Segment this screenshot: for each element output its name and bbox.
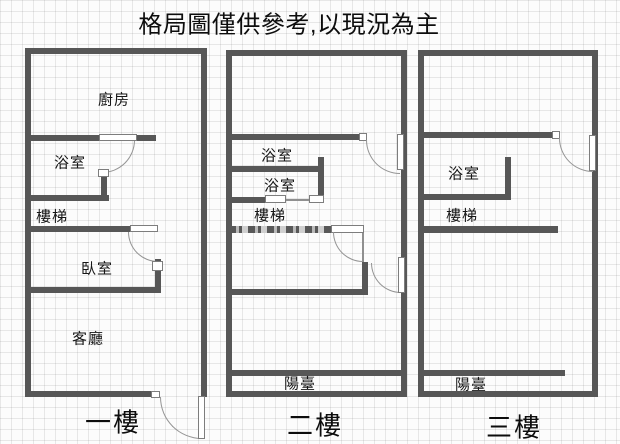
wall — [229, 370, 407, 376]
sliding-door-track — [284, 199, 312, 201]
wall — [226, 50, 232, 397]
room-label-balcony: 陽臺 — [454, 376, 488, 394]
door-swing-arc — [559, 138, 593, 172]
door-leaf — [198, 396, 205, 439]
room-label-kitchen: 廚房 — [97, 91, 131, 109]
sliding-door-panel — [309, 195, 324, 203]
wall — [25, 48, 207, 54]
door-leaf — [130, 225, 158, 232]
wall — [229, 197, 268, 203]
wall — [101, 170, 107, 201]
wall — [418, 50, 424, 397]
door-leaf — [99, 134, 137, 141]
diagram-title: 格局圖僅供參考,以現況為主 — [138, 11, 440, 39]
wall — [229, 289, 368, 295]
room-label-bathroom-upper: 浴室 — [260, 147, 294, 165]
wall — [418, 391, 598, 397]
wall — [418, 50, 598, 56]
floor-label-3f: 三樓 — [485, 412, 543, 443]
door-leaf — [152, 261, 163, 271]
door-leaf — [98, 169, 109, 177]
wall — [201, 48, 207, 397]
wall — [25, 48, 31, 397]
wall — [28, 195, 109, 201]
room-label-bathroom-lower: 浴室 — [263, 177, 297, 195]
wall — [505, 157, 511, 200]
wall — [28, 287, 161, 293]
door-jamb — [552, 131, 560, 139]
room-label-stairs: 樓梯 — [253, 207, 287, 225]
door-leaf — [397, 134, 404, 170]
room-label-living-room: 客廳 — [71, 330, 105, 348]
wall — [229, 134, 360, 140]
room-label-stairs: 樓梯 — [445, 207, 479, 225]
wall — [28, 226, 131, 232]
wall — [226, 50, 407, 56]
door-leaf — [362, 233, 364, 262]
wall — [421, 132, 553, 138]
wall — [592, 50, 598, 397]
wall — [362, 262, 368, 295]
wall — [226, 391, 407, 397]
wall — [421, 226, 558, 233]
wall — [421, 370, 565, 376]
door-leaf — [589, 135, 596, 171]
door-jamb — [151, 391, 160, 398]
wall — [155, 259, 161, 293]
stairs-hatch-wall — [229, 226, 332, 233]
room-label-bathroom: 浴室 — [447, 165, 481, 183]
wall — [421, 194, 511, 200]
sliding-door-panel — [265, 195, 286, 203]
room-label-balcony: 陽臺 — [283, 375, 317, 393]
wall — [28, 135, 99, 141]
door-leaf — [398, 257, 405, 293]
wall — [137, 135, 156, 141]
wall — [401, 50, 407, 397]
wall — [25, 391, 153, 397]
room-label-stairs: 樓梯 — [35, 208, 69, 226]
room-label-bedroom: 臥室 — [80, 260, 114, 278]
floor-label-1f: 一樓 — [84, 407, 142, 438]
room-label-bathroom: 浴室 — [53, 154, 87, 172]
wall — [318, 157, 324, 202]
floor-label-2f: 二樓 — [286, 410, 344, 441]
wall — [229, 166, 318, 172]
door-jamb — [359, 133, 367, 141]
